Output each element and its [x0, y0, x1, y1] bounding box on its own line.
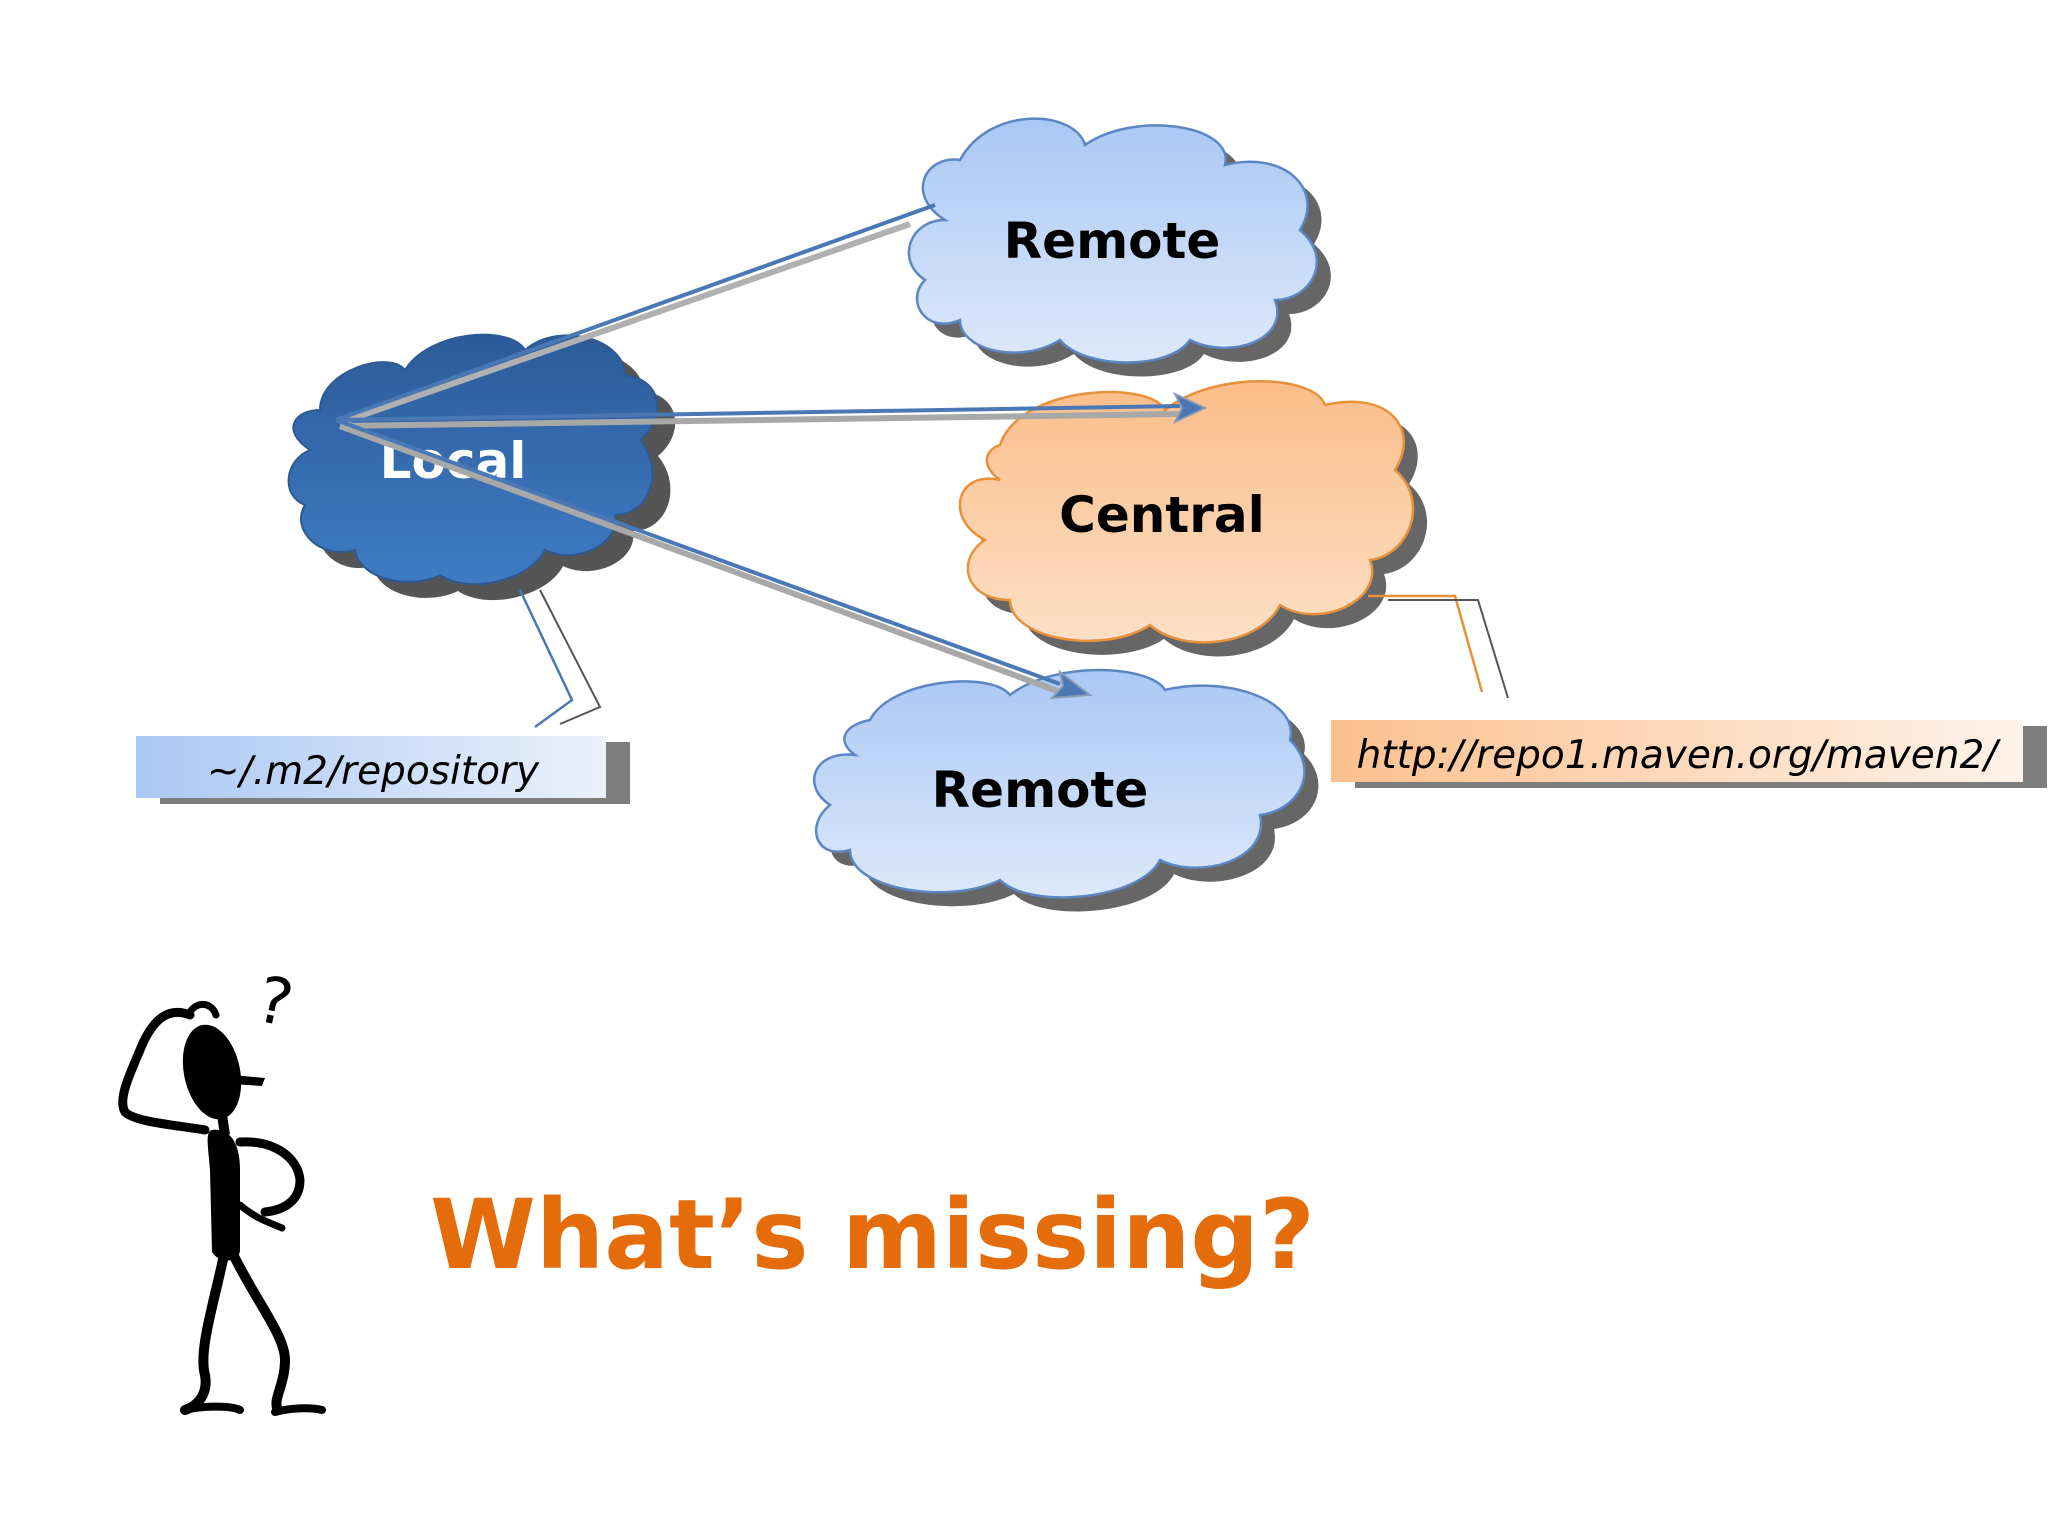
remote-top-cloud: Remote	[907, 117, 1331, 377]
central-cloud: Central	[958, 380, 1428, 657]
thinking-stick-figure-icon: ?	[118, 963, 326, 1416]
central-label: Central	[1059, 486, 1265, 544]
question-mark: ?	[251, 963, 300, 1042]
arrow-local-to-central	[335, 404, 1181, 422]
arrowhead-remote-bottom-icon	[1049, 669, 1093, 700]
remote-bottom-label: Remote	[932, 761, 1149, 819]
local-path-callout: ~/.m2/repository	[136, 589, 630, 804]
central-url-callout: http://repo1.maven.org/maven2/	[1331, 594, 2047, 788]
dependency-arrows	[335, 203, 1208, 700]
arrowhead-central-icon	[1172, 391, 1208, 425]
central-url-text: http://repo1.maven.org/maven2/	[1357, 733, 2002, 778]
remote-bottom-cloud: Remote	[812, 668, 1319, 912]
headline-text: What’s missing?	[430, 1179, 1315, 1291]
arrow-local-to-remote-top	[335, 203, 936, 422]
arrow-local-to-remote-bottom	[335, 418, 1061, 686]
local-path-text: ~/.m2/repository	[207, 749, 540, 794]
remote-top-label: Remote	[1004, 212, 1221, 270]
